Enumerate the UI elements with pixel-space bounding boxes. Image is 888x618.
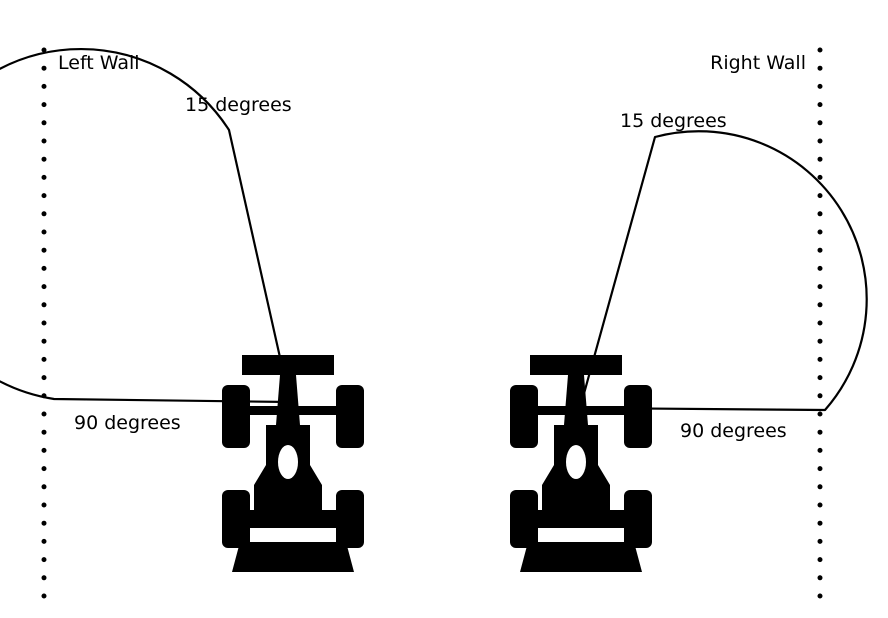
left-top-angle-label: 15 degrees: [185, 94, 292, 116]
left-bottom-angle-label: 90 degrees: [74, 412, 181, 434]
left-wall-label: Left Wall: [58, 52, 140, 74]
right-top-angle-label: 15 degrees: [620, 110, 727, 132]
left-sensor-sweep-arc: [0, 47, 292, 404]
left-car-icon: [222, 355, 364, 572]
right-sensor-sweep-arc: [578, 130, 868, 412]
right-bottom-angle-label: 90 degrees: [680, 420, 787, 442]
right-car-icon: [510, 355, 652, 572]
right-wall-label: Right Wall: [710, 52, 806, 74]
